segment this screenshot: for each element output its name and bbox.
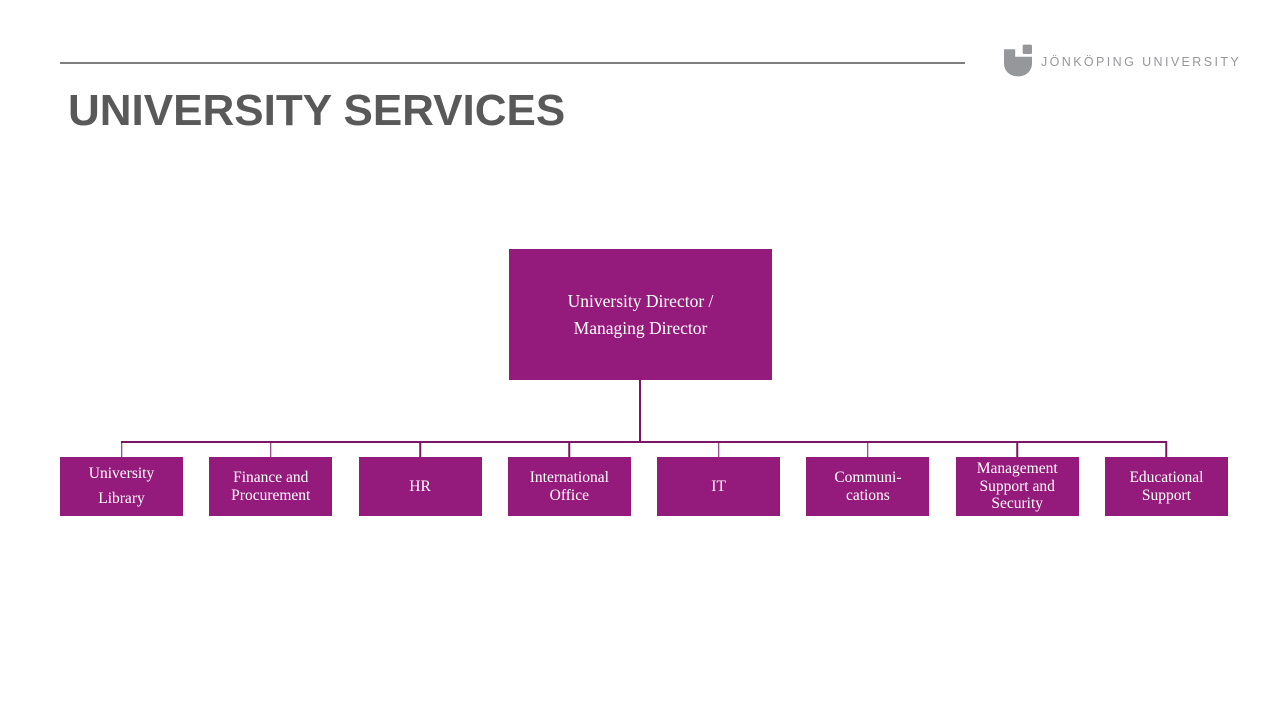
org-box-educational-support: Educational Support <box>1104 457 1228 516</box>
header-rule <box>60 62 965 64</box>
org-box-international-office: International Office <box>507 457 631 516</box>
org-box-hr: HR <box>358 457 482 516</box>
org-box-university-library: University Library <box>60 457 183 516</box>
org-box-it: IT <box>657 457 781 516</box>
university-logo-text: JÖNKÖPING UNIVERSITY <box>1041 54 1242 69</box>
ju-logo-icon <box>1004 44 1032 77</box>
org-box-management-support-security: Management Support and Security <box>955 457 1079 516</box>
connector-horizontal <box>121 441 1167 443</box>
org-children-row: University Library Finance and Procureme… <box>60 457 1228 516</box>
slide-title: UNIVERSITY SERVICES <box>68 86 566 135</box>
org-box-communications: Communi- cations <box>806 457 930 516</box>
org-box-university-director: University Director / Managing Director <box>509 249 772 380</box>
connector-root-vertical <box>639 380 641 441</box>
org-box-finance-and-procurement: Finance and Procurement <box>209 457 333 516</box>
university-logo: JÖNKÖPING UNIVERSITY <box>1004 42 1241 79</box>
